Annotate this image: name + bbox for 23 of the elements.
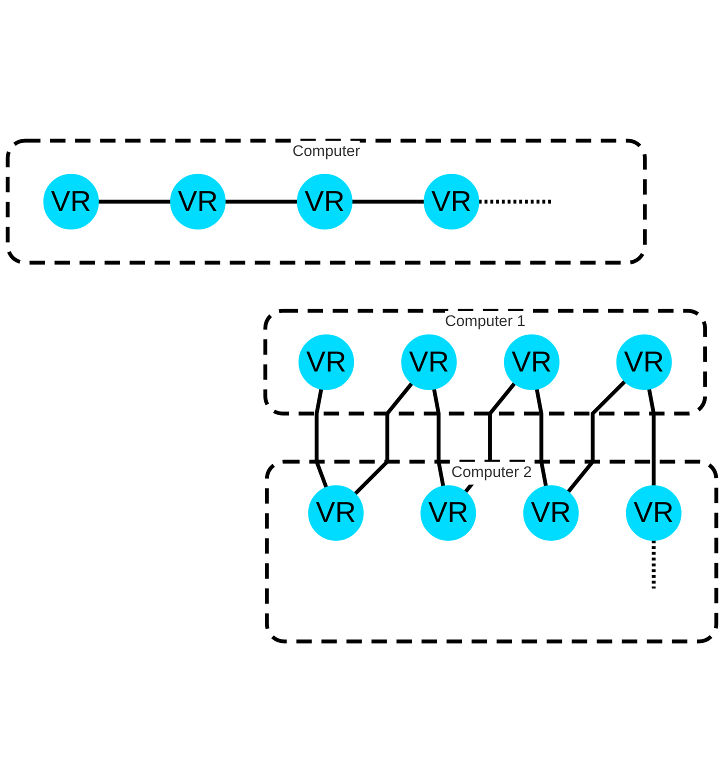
connector — [534, 388, 548, 486]
node-circle: VR — [308, 485, 364, 541]
node-circle: VR — [401, 334, 457, 390]
node-circle: VR — [170, 174, 226, 230]
connector — [98, 200, 171, 204]
node-circle: VR — [296, 174, 352, 230]
node-circle: VR — [523, 485, 579, 541]
node-circle: VR — [424, 174, 480, 230]
node-circle: VR — [43, 174, 99, 230]
connector — [566, 380, 626, 493]
connector — [647, 388, 656, 486]
connector — [352, 200, 424, 204]
connector — [652, 540, 656, 588]
connector — [225, 200, 298, 204]
node-circle: VR — [504, 334, 560, 390]
connector — [432, 388, 446, 486]
connector — [314, 388, 328, 488]
connector — [354, 382, 414, 496]
node-circle: VR — [298, 334, 354, 390]
connector — [478, 200, 551, 204]
node-circle: VR — [626, 485, 682, 541]
node-circle: VR — [420, 485, 476, 541]
node-circle: VR — [616, 334, 672, 390]
